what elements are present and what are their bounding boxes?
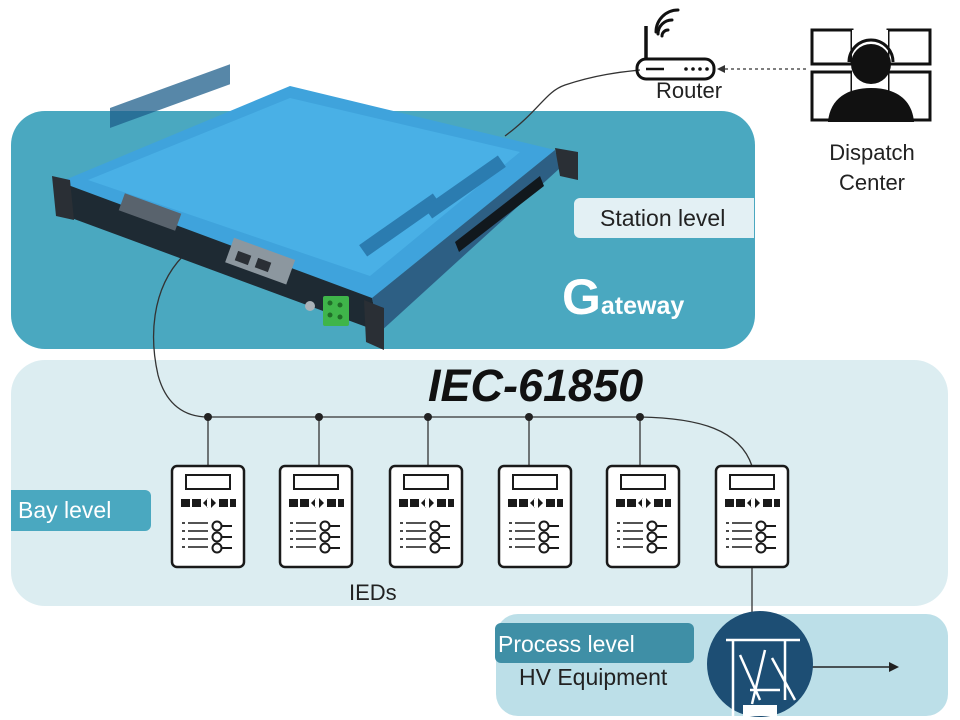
- gateway-label: Gateway: [562, 268, 684, 326]
- dispatch-link-arrowhead: [717, 65, 725, 73]
- router-label: Router: [656, 78, 723, 103]
- gateway-bus-cable: [152, 255, 209, 418]
- station-level-label: Station level: [574, 198, 754, 238]
- bay-level-label: Bay level: [11, 490, 151, 531]
- gateway-label-rest: ateway: [600, 292, 685, 320]
- router-link-cable: [504, 69, 641, 137]
- ieds-label: IEDs: [349, 580, 397, 605]
- protocol-title: IEC-61850: [428, 360, 644, 411]
- arrow-right-icon: [889, 662, 899, 672]
- process-level-label: Process level: [495, 623, 694, 663]
- bus-curve-to-last-ied: [639, 416, 753, 467]
- bus-junction-dots: [204, 413, 644, 421]
- bus-drops: [207, 417, 641, 466]
- hv-equipment-label: HV Equipment: [519, 664, 668, 690]
- bay-level-zone: [11, 360, 948, 606]
- dispatch-center-label: Dispatch Center: [829, 140, 915, 195]
- gateway-label-initial: G: [562, 269, 601, 325]
